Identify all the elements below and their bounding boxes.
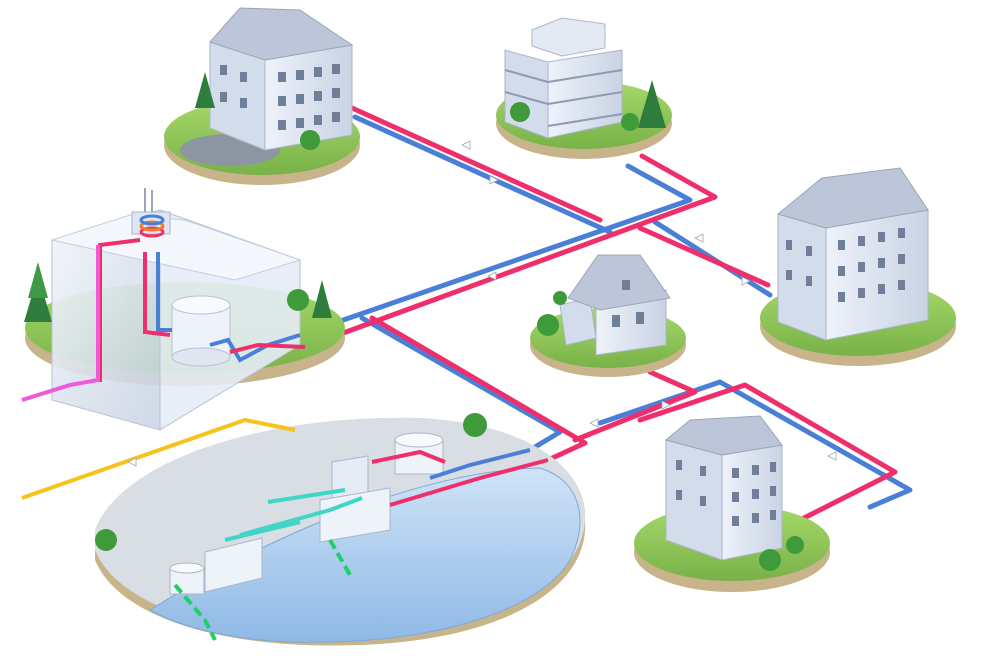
residential-left-wall — [778, 214, 826, 340]
tree-icon — [95, 529, 117, 551]
tree-icon — [300, 130, 320, 150]
tree-icon — [786, 536, 804, 554]
conifer-tree-icon — [24, 262, 52, 322]
house — [530, 255, 686, 377]
tree-icon — [553, 291, 567, 305]
storage-tank — [172, 296, 230, 366]
heat-pump-plant — [22, 188, 345, 430]
tree-icon — [621, 113, 639, 131]
lake-water-station — [22, 413, 585, 646]
tree-icon — [287, 289, 309, 311]
residential-building — [760, 168, 956, 366]
apartment-building — [496, 18, 672, 159]
flow-arrow-marker — [828, 452, 836, 460]
apartment-top-floor — [532, 18, 605, 56]
historic-building — [634, 416, 830, 592]
school-building — [164, 8, 360, 185]
tree-icon — [463, 413, 487, 437]
supply-pipe-tall — [640, 228, 768, 285]
tree-icon — [759, 549, 781, 571]
flow-arrow-marker — [590, 419, 598, 427]
tree-icon — [510, 102, 530, 122]
conifer-tree-icon — [312, 280, 332, 318]
tree-icon — [537, 314, 559, 336]
flow-arrow-marker — [695, 234, 703, 242]
historic-left-wall — [666, 440, 722, 560]
flow-arrow-marker — [462, 141, 470, 149]
